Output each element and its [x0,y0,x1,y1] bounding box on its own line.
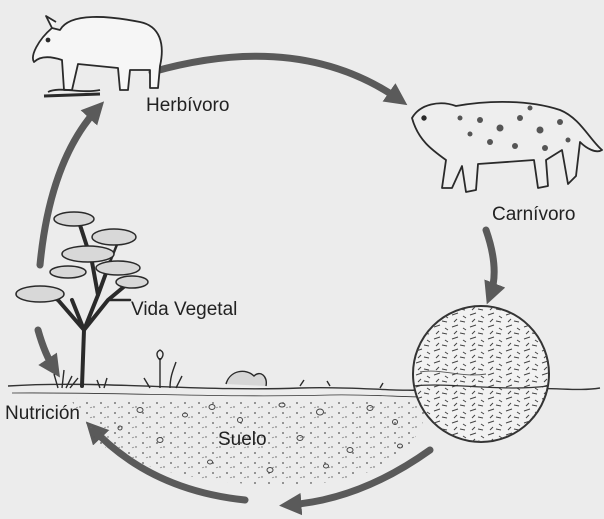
tapir-icon [33,16,162,96]
arrow-plants-to-herbivore [40,108,98,265]
tree-icon [16,212,148,386]
arrow-herbivore-to-carnivore [152,56,400,100]
arrow-carnivore-to-decomposition [486,230,494,296]
grass-icon [54,350,383,388]
label-suelo: Suelo [218,430,267,449]
jaguar-icon [412,102,602,192]
label-nutricion: Nutrición [5,404,80,423]
decomposition-circle-icon [410,306,555,446]
label-herbivoro: Herbívoro [146,96,229,115]
arrow-nutrition-to-plants [38,330,55,370]
label-carnivoro: Carnívoro [492,205,575,224]
label-vida-vegetal: Vida Vegetal [131,300,237,319]
